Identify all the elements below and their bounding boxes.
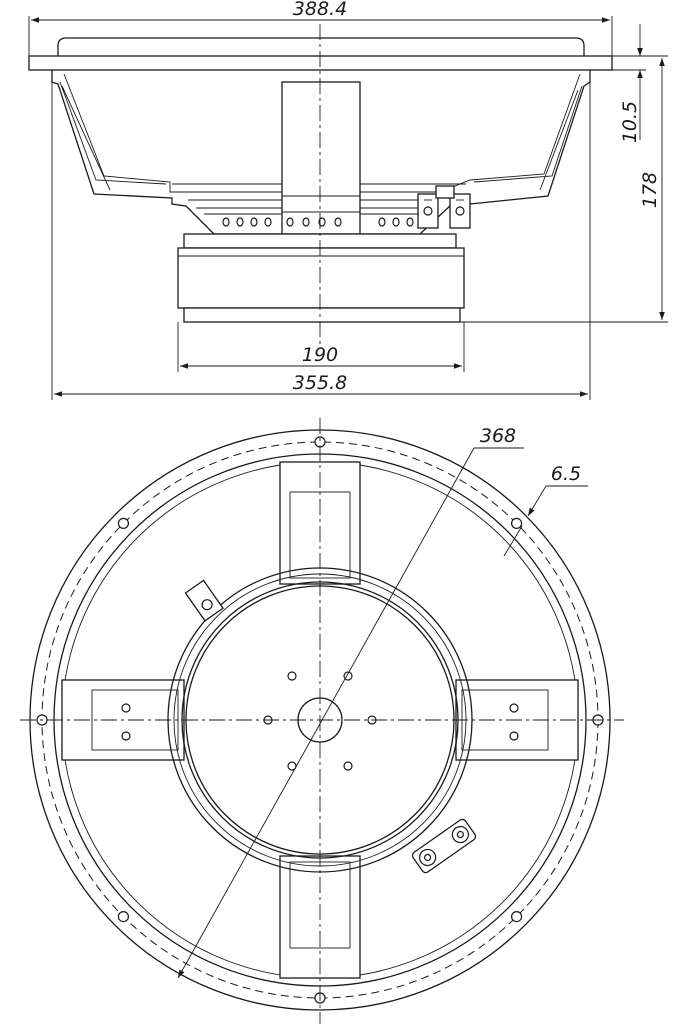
- dim-magnet-diameter: 190: [180, 344, 462, 369]
- vent-holes: [222, 217, 414, 227]
- vent-hole: [318, 217, 326, 227]
- dim-total-depth: 178: [639, 55, 668, 320]
- vent-hole: [264, 217, 272, 227]
- terminal-block: [417, 185, 471, 229]
- vent-hole: [236, 217, 244, 227]
- dim-frame-diameter: 388.4: [31, 0, 610, 23]
- vent-hole: [286, 217, 294, 227]
- side-view: 388.4: [28, 0, 668, 400]
- magnet-diameter-label: 190: [302, 344, 338, 366]
- frame-diameter-label: 388.4: [293, 0, 347, 20]
- spider-steps: [172, 183, 466, 215]
- total-depth-label: 178: [639, 172, 661, 208]
- basket-inner: [59, 81, 583, 191]
- dim-bolt-circle: 368: [177, 425, 524, 979]
- vent-hole: [222, 217, 230, 227]
- terminal-front: [411, 818, 477, 874]
- mounting-hole-label: 6.5: [551, 463, 581, 485]
- magnet: [177, 247, 465, 309]
- mount-diameter-label: 355.8: [293, 372, 347, 394]
- back-plate: [183, 307, 461, 323]
- bolt-circle-label: 368: [480, 425, 516, 447]
- vent-hole: [392, 217, 400, 227]
- bracket: [184, 579, 224, 622]
- mounting-holes: [36, 436, 604, 1004]
- vent-hole: [302, 217, 310, 227]
- gasket: [57, 37, 585, 56]
- flange-thickness-label: 10.5: [619, 101, 641, 143]
- basket-spoke-center: [281, 81, 361, 235]
- spoke-holes: [121, 703, 519, 741]
- front-view: 368 6.5: [20, 418, 624, 1024]
- vent-hole: [406, 217, 414, 227]
- dim-mount-diameter: 355.8: [54, 372, 588, 397]
- vent-hole: [378, 217, 386, 227]
- frame-flange: [28, 55, 613, 71]
- mounting-hole: [510, 910, 523, 923]
- vent-hole: [250, 217, 258, 227]
- mounting-hole: [117, 910, 130, 923]
- mounting-hole: [510, 517, 523, 530]
- dim-mounting-hole: 6.5: [503, 463, 588, 557]
- vent-hole: [334, 217, 342, 227]
- dim-flange-thickness: 10.5: [619, 24, 643, 143]
- mounting-hole: [117, 517, 130, 530]
